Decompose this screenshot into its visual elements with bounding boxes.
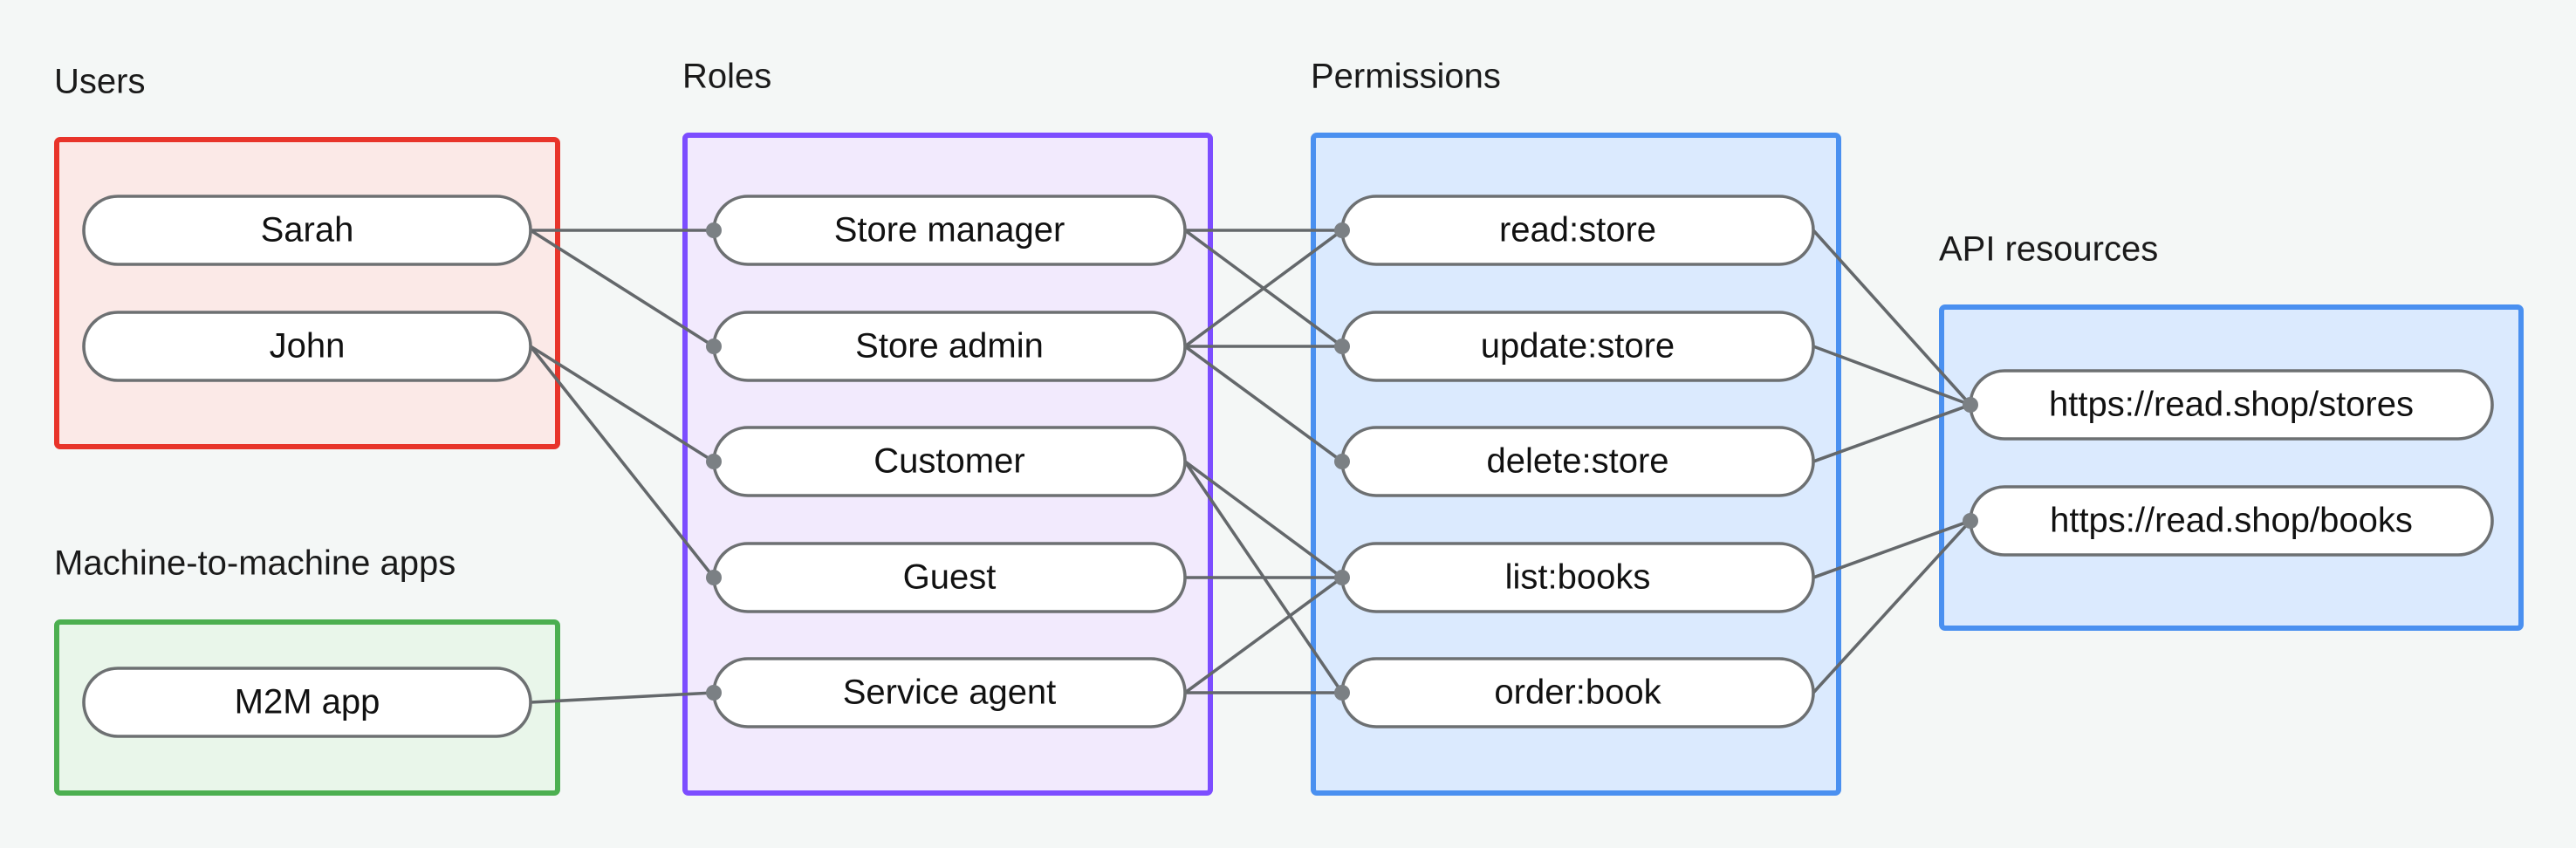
edge-orderbook-to-resbooks <box>1812 519 1972 694</box>
edges-layer <box>529 229 1972 704</box>
group-label-permissions: Permissions <box>1311 58 1501 96</box>
edge-endpoint-readstore <box>1334 222 1350 238</box>
endpoints-layer <box>706 222 1978 701</box>
edge-storeadmin-to-readstore <box>1183 229 1344 348</box>
node-label-storeadmin: Store admin <box>855 327 1044 366</box>
node-label-readstore: read:store <box>1499 211 1656 250</box>
node-label-updstore: update:store <box>1481 327 1675 366</box>
group-label-roles: Roles <box>682 58 771 96</box>
node-label-resbooks: https://read.shop/books <box>2050 502 2413 540</box>
node-label-sarah: Sarah <box>261 211 354 250</box>
edge-endpoint-resbooks <box>1963 513 1978 529</box>
node-label-delstore: delete:store <box>1486 442 1668 481</box>
edge-endpoint-listbooks <box>1334 570 1350 585</box>
node-label-customer: Customer <box>874 442 1024 481</box>
node-label-m2mapp: M2M app <box>235 683 380 721</box>
edge-sarah-to-storeadmin <box>530 229 715 348</box>
node-sarah[interactable] <box>82 195 532 266</box>
edge-endpoint-updstore <box>1334 339 1350 354</box>
node-label-serviceag: Service agent <box>843 674 1057 712</box>
node-label-orderbook: order:book <box>1494 674 1661 712</box>
edge-m2mapp-to-serviceag <box>530 691 715 704</box>
edge-storeadmin-to-delstore <box>1183 345 1344 463</box>
node-john[interactable] <box>82 311 532 382</box>
edge-endpoint-storemgr <box>706 222 722 238</box>
edge-updstore-to-resstores <box>1812 345 1971 407</box>
node-label-listbooks: list:books <box>1505 558 1651 597</box>
edge-endpoint-guest <box>706 570 722 585</box>
node-label-resstores: https://read.shop/stores <box>2049 386 2414 424</box>
edge-readstore-to-resstores <box>1812 229 1972 407</box>
edge-endpoint-orderbook <box>1334 685 1350 701</box>
group-box-users <box>54 137 560 449</box>
edge-endpoint-delstore <box>1334 454 1350 469</box>
group-label-m2m: Machine-to-machine apps <box>54 544 456 583</box>
edge-listbooks-to-resbooks <box>1812 519 1971 579</box>
edge-endpoint-customer <box>706 454 722 469</box>
group-box-api <box>1939 304 2524 631</box>
node-m2mapp[interactable] <box>82 667 532 738</box>
edge-endpoint-serviceag <box>706 685 722 701</box>
edge-serviceag-to-listbooks <box>1183 576 1344 694</box>
group-label-users: Users <box>54 63 145 101</box>
edge-endpoint-storeadmin <box>706 339 722 354</box>
edge-endpoint-resstores <box>1963 397 1978 413</box>
node-label-john: John <box>270 327 346 366</box>
group-label-api: API resources <box>1939 230 2158 269</box>
edge-delstore-to-resstores <box>1812 403 1971 463</box>
edge-john-to-guest <box>529 345 716 579</box>
node-label-guest: Guest <box>903 558 997 597</box>
edge-customer-to-listbooks <box>1183 460 1344 579</box>
edge-john-to-customer <box>530 345 715 463</box>
node-label-storemgr: Store manager <box>834 211 1065 250</box>
